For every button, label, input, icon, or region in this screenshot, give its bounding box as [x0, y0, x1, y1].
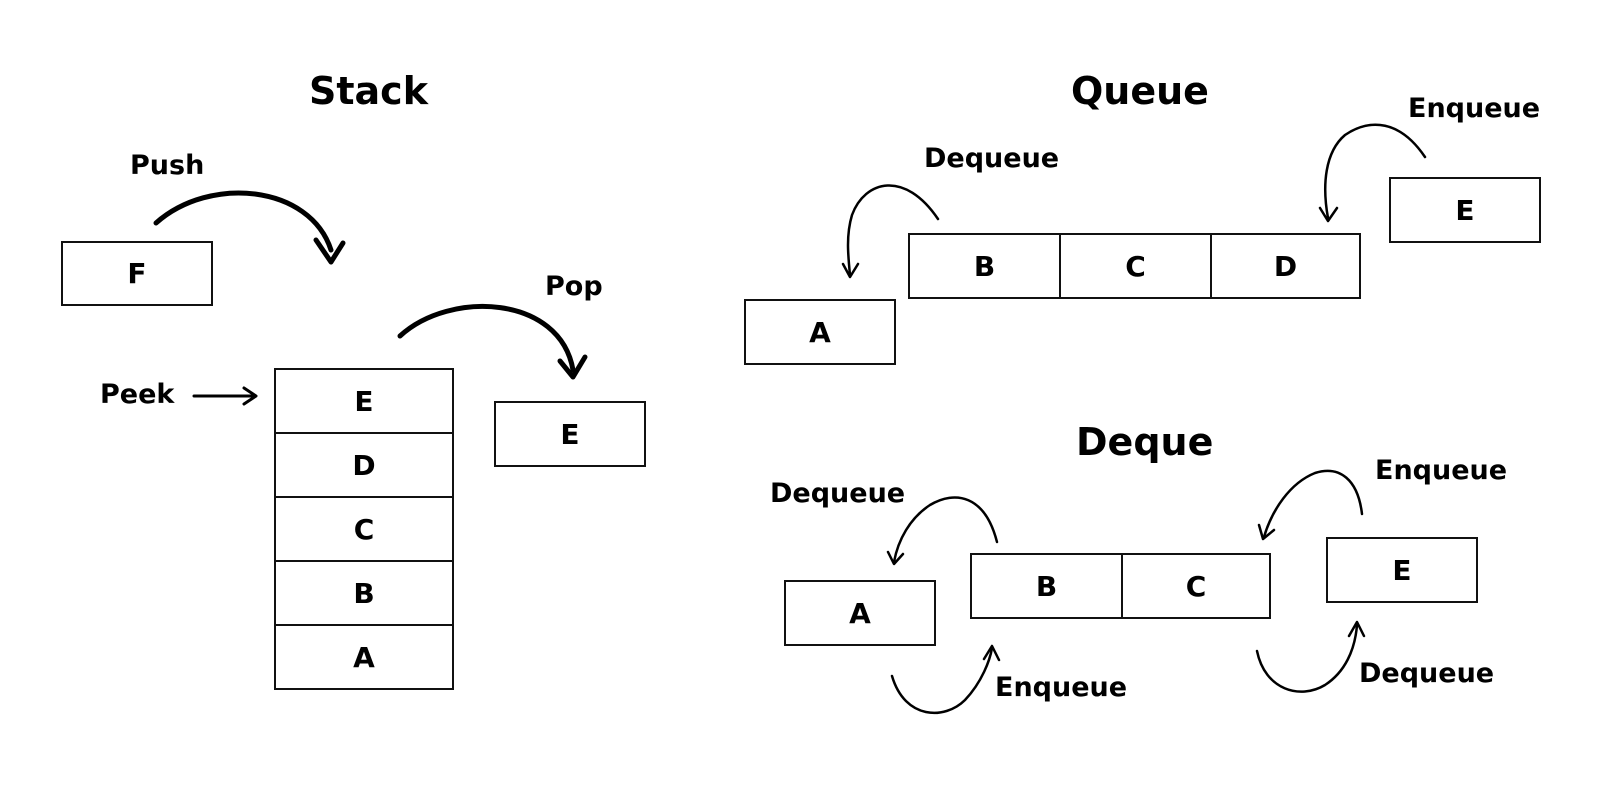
stack-cell: C	[274, 496, 454, 562]
stack-incoming-box: F	[61, 241, 213, 306]
deque-right-dequeue-arrow-icon	[1255, 620, 1366, 693]
peek-arrow-icon	[192, 386, 258, 406]
deque-right-enqueue-label: Enqueue	[1375, 455, 1508, 486]
stack-cell: B	[274, 560, 454, 626]
deque-right-dequeue-label: Dequeue	[1359, 658, 1495, 689]
peek-label: Peek	[100, 379, 175, 410]
deque-left-enqueue-label: Enqueue	[995, 672, 1128, 703]
stack-popped-box: E	[494, 401, 646, 467]
stack-title: Stack	[309, 69, 428, 113]
queue-enqueue-label: Enqueue	[1408, 93, 1541, 124]
pop-arrow-icon	[397, 304, 588, 380]
deque-cell: C	[1121, 553, 1271, 619]
deque-right-box: E	[1326, 537, 1478, 603]
queue-cell: D	[1210, 233, 1361, 299]
deque-left-box: A	[784, 580, 936, 646]
stack-cell: A	[274, 624, 454, 690]
pop-label: Pop	[545, 271, 603, 302]
queue-cell: B	[908, 233, 1061, 299]
deque-left-enqueue-arrow-icon	[890, 644, 1001, 714]
queue-cell: C	[1059, 233, 1212, 299]
queue-title: Queue	[1071, 69, 1209, 113]
queue-dequeue-label: Dequeue	[924, 143, 1060, 174]
deque-right-enqueue-arrow-icon	[1257, 469, 1364, 541]
deque-cell: B	[970, 553, 1123, 619]
push-label: Push	[130, 150, 205, 181]
stack-cell: D	[274, 432, 454, 498]
queue-incoming-box: E	[1389, 177, 1541, 243]
deque-title: Deque	[1076, 420, 1214, 464]
queue-removed-box: A	[744, 299, 896, 365]
stack-cell: E	[274, 368, 454, 434]
deque-left-dequeue-label: Dequeue	[770, 478, 906, 509]
